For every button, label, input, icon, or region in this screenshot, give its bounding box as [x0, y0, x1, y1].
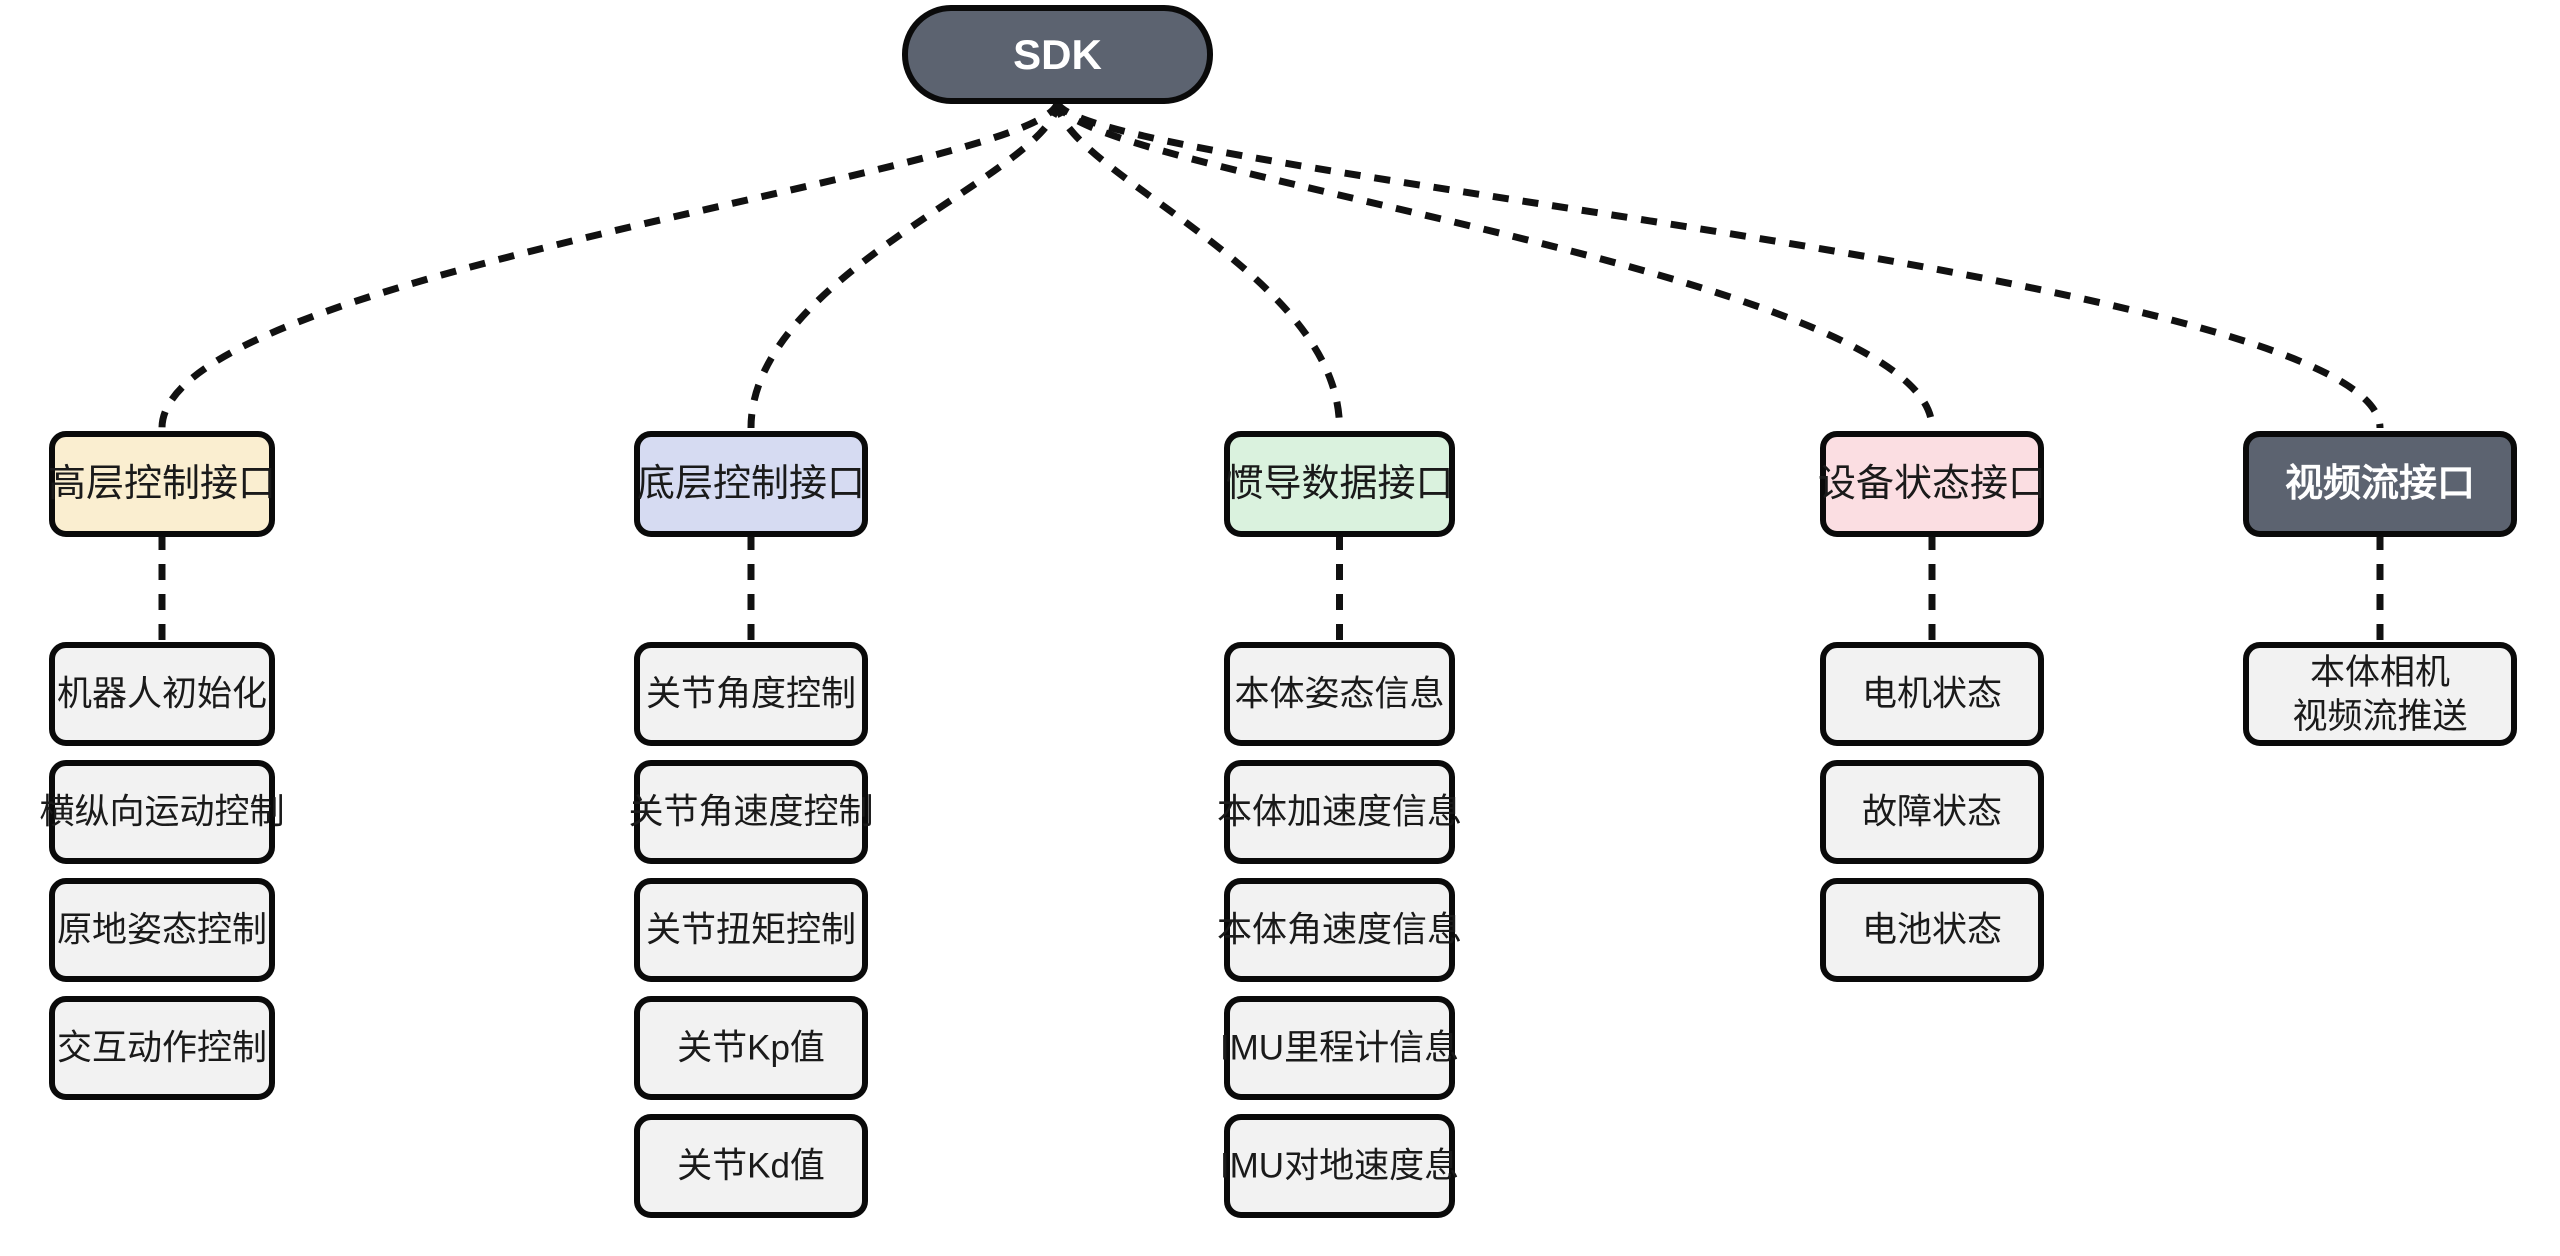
category-label-high-level-control: 高层控制接口	[48, 463, 276, 505]
leaf-label-device-status-0: 电机状态	[1862, 675, 2002, 714]
leaf-label-device-status-1: 故障状态	[1862, 793, 2002, 832]
leaf-label-low-level-control-1: 关节角速度控制	[628, 793, 873, 832]
edge-root-to-low-level-control	[747, 100, 1061, 429]
leaf-node-high-level-control-1[interactable]	[49, 760, 275, 864]
leaf-node-high-level-control-2[interactable]	[49, 878, 275, 982]
category-label-imu-data: 惯导数据接口	[1225, 463, 1453, 505]
leaf-label-imu-data-0: 本体姿态信息	[1234, 675, 1444, 714]
category-node-video-stream[interactable]	[2243, 431, 2517, 537]
edge-root-to-device-status	[1054, 100, 1936, 429]
leaf-node-high-level-control-3[interactable]	[49, 996, 275, 1100]
leaf-label-device-status-2: 电池状态	[1862, 911, 2002, 950]
category-node-low-level-control[interactable]	[634, 431, 868, 537]
leaf-node-low-level-control-4[interactable]	[634, 1114, 868, 1218]
category-node-device-status[interactable]	[1820, 431, 2044, 537]
leaf-node-low-level-control-3[interactable]	[634, 996, 868, 1100]
leaf-node-imu-data-4[interactable]	[1224, 1114, 1455, 1218]
category-label-low-level-control: 底层控制接口	[637, 463, 865, 505]
leaf-label-high-level-control-1: 横纵向运动控制	[39, 793, 284, 832]
leaf-label-low-level-control-3: 关节Kp值	[677, 1029, 825, 1068]
leaf-node-imu-data-3[interactable]	[1224, 996, 1455, 1100]
leaf-node-device-status-1[interactable]	[1820, 760, 2044, 864]
root-node-label: SDK	[1013, 31, 1102, 78]
leaf-label-imu-data-4: IMU对地速度息	[1220, 1147, 1459, 1186]
leaf-label-imu-data-1: 本体加速度信息	[1217, 793, 1462, 832]
leaf-node-imu-data-1[interactable]	[1224, 760, 1455, 864]
leaf-node-high-level-control-0[interactable]	[49, 642, 275, 746]
edge-root-to-video-stream	[1054, 99, 2384, 429]
category-label-device-status: 设备状态接口	[1818, 463, 2046, 505]
leaf-node-device-status-0[interactable]	[1820, 642, 2044, 746]
leaf-label-imu-data-2: 本体角速度信息	[1217, 911, 1462, 950]
edge-root-to-imu-data	[1054, 100, 1343, 429]
leaf-node-imu-data-2[interactable]	[1224, 878, 1455, 982]
category-label-video-stream: 视频流接口	[2285, 463, 2475, 505]
leaf-node-low-level-control-0[interactable]	[634, 642, 868, 746]
leaf-label-low-level-control-2: 关节扭矩控制	[646, 911, 856, 950]
category-node-high-level-control[interactable]	[49, 431, 275, 537]
edge-root-to-high-level-control	[158, 99, 1061, 429]
leaf-node-video-stream-0[interactable]	[2243, 642, 2517, 746]
root-node-sdk[interactable]	[902, 5, 1213, 104]
leaf-node-imu-data-0[interactable]	[1224, 642, 1455, 746]
leaf-node-low-level-control-1[interactable]	[634, 760, 868, 864]
leaf-node-low-level-control-2[interactable]	[634, 878, 868, 982]
leaf-label-high-level-control-2: 原地姿态控制	[57, 911, 267, 950]
edges-layer	[158, 99, 2384, 645]
leaf-label-video-stream-0: 本体相机视频流推送	[2292, 653, 2467, 736]
leaf-label-high-level-control-3: 交互动作控制	[57, 1029, 267, 1068]
leaf-label-low-level-control-0: 关节角度控制	[646, 675, 856, 714]
leaf-node-device-status-2[interactable]	[1820, 878, 2044, 982]
leaf-label-imu-data-3: IMU里程计信息	[1220, 1029, 1459, 1068]
leaf-label-high-level-control-0: 机器人初始化	[57, 675, 267, 714]
leaf-label-low-level-control-4: 关节Kd值	[677, 1147, 825, 1186]
category-node-imu-data[interactable]	[1224, 431, 1455, 537]
